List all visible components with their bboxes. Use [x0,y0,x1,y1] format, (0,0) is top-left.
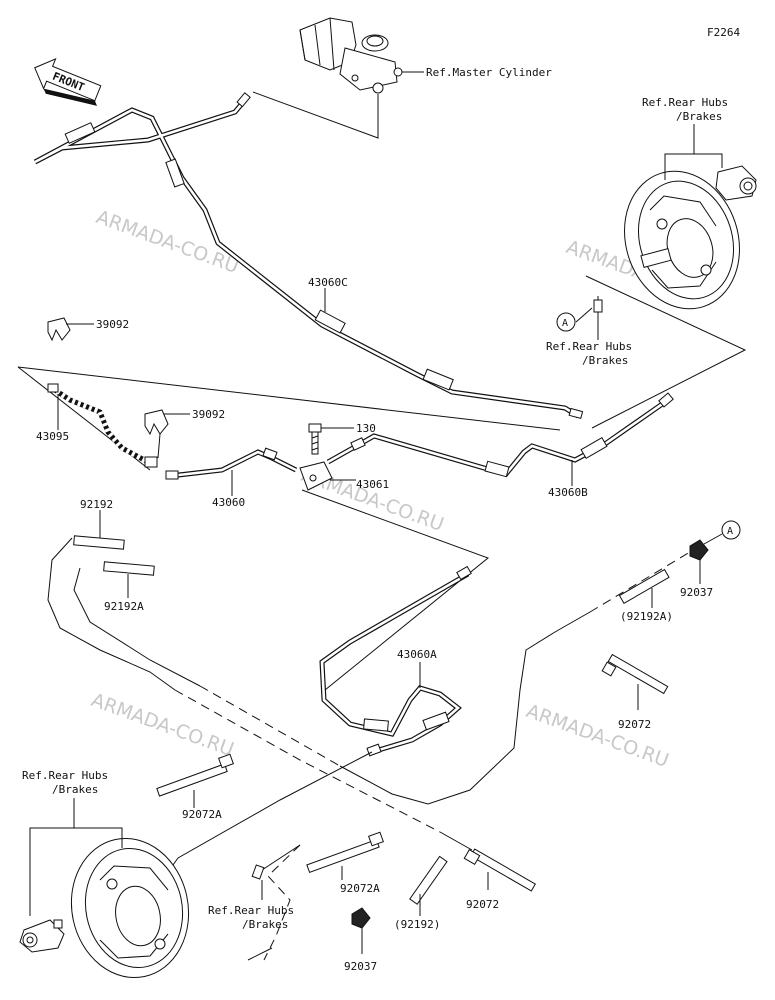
label-ref-rear-hubs-left-1: Ref.Rear Hubs [22,769,108,782]
bleeder-valve-lower [251,864,265,880]
label-ref-rear-hubs-top-2: /Brakes [676,110,722,123]
label-43060a: 43060A [397,648,437,661]
callout-a-right-label: A [727,526,733,537]
tie-band-92072a-left [156,753,234,797]
label-43060c: 43060C [308,276,348,289]
label-92037-bottom: 92037 [344,960,377,973]
rear-brake-upper-right [624,165,757,310]
callout-a-upper [556,312,576,332]
clamp-92037-right [689,539,709,561]
label-39092-top: 39092 [96,318,129,331]
watermark-lower-right: ARMADA-CO.RU [523,700,671,772]
label-92072a-middle: 92072A [340,882,380,895]
front-arrow: FRONT [34,57,102,106]
label-130: 130 [356,422,376,435]
label-ref-rear-hubs-bottom-2: /Brakes [242,918,288,931]
sleeve-92192-bottom [409,855,448,905]
tie-band-92072a-middle [306,831,384,874]
label-92192-paren: (92192) [394,918,440,931]
callout-a-upper-label: A [562,318,568,329]
pipe-43060a [319,565,472,757]
master-cylinder [299,17,403,94]
label-ref-rear-hubs-left-2: /Brakes [52,783,98,796]
sleeve-92192 [73,535,125,550]
pipe-43060c [33,92,584,420]
rear-brake-lower-left [19,837,190,979]
pipe-left-loop [47,537,473,851]
label-92037-right: 92037 [680,586,713,599]
label-92072a-left: 92072A [182,808,222,821]
label-92192a-paren: (92192A) [620,610,673,623]
brake-hose-43095 [47,383,158,468]
label-ref-rear-hubs-top-1: Ref.Rear Hubs [642,96,728,109]
label-92072-right: 92072 [618,718,651,731]
clip-39092-mid [144,409,169,436]
joint-43061 [299,461,356,491]
label-43061: 43061 [356,478,389,491]
label-ref-master-cylinder: Ref.Master Cylinder [426,66,552,79]
clip-39092-top [47,317,71,342]
pipe-43060 [165,447,298,480]
pipe-right-loop [73,545,701,805]
clamp-92037-bottom [351,907,371,929]
label-43060b: 43060B [548,486,588,499]
tie-band-92072-right [601,653,669,695]
label-92192: 92192 [80,498,113,511]
bleeder-valve-upper [593,296,603,313]
figure-code: F2264 [707,26,740,39]
label-92192a: 92192A [104,600,144,613]
pipe-43060b [326,392,674,478]
label-ref-rear-hubs-a-1: Ref.Rear Hubs [546,340,632,353]
tie-band-92072-bottom [463,848,536,892]
sleeve-92192a [103,561,155,576]
sleeve-92192a-right [618,568,670,605]
label-ref-rear-hubs-bottom-1: Ref.Rear Hubs [208,904,294,917]
label-92072-bottom: 92072 [466,898,499,911]
label-ref-rear-hubs-a-2: /Brakes [582,354,628,367]
label-43095: 43095 [36,430,69,443]
label-39092-mid: 39092 [192,408,225,421]
callout-a-right [721,520,741,540]
watermark-lower-left: ARMADA-CO.RU [88,689,236,761]
bolt-130 [308,423,322,455]
label-43060: 43060 [212,496,245,509]
